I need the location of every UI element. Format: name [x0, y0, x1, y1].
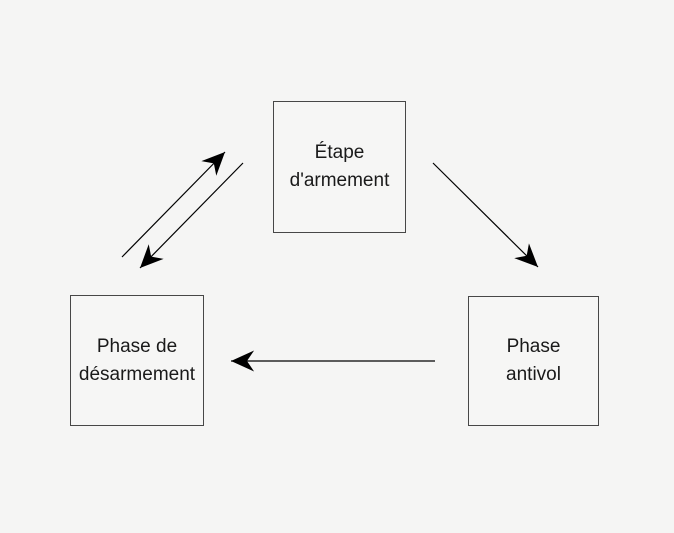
arrow-desarmement-to-armement	[121, 151, 226, 258]
node-label-line1: Étape	[314, 142, 365, 163]
node-label-line2: d'armement	[289, 170, 390, 191]
node-phase-desarmement: Phase de désarmement	[70, 295, 204, 426]
node-label-line2: antivol	[506, 364, 561, 385]
arrow-armement-to-antivol	[432, 162, 539, 268]
node-phase-antivol: Phase antivol	[468, 296, 599, 426]
arrow-armement-to-desarmement	[139, 162, 244, 269]
node-label-line1: Phase	[506, 336, 561, 357]
node-label-line1: Phase de	[96, 335, 178, 357]
node-label-line2: désarmement	[78, 363, 196, 385]
node-etape-armement: Étape d'armement	[273, 101, 406, 233]
